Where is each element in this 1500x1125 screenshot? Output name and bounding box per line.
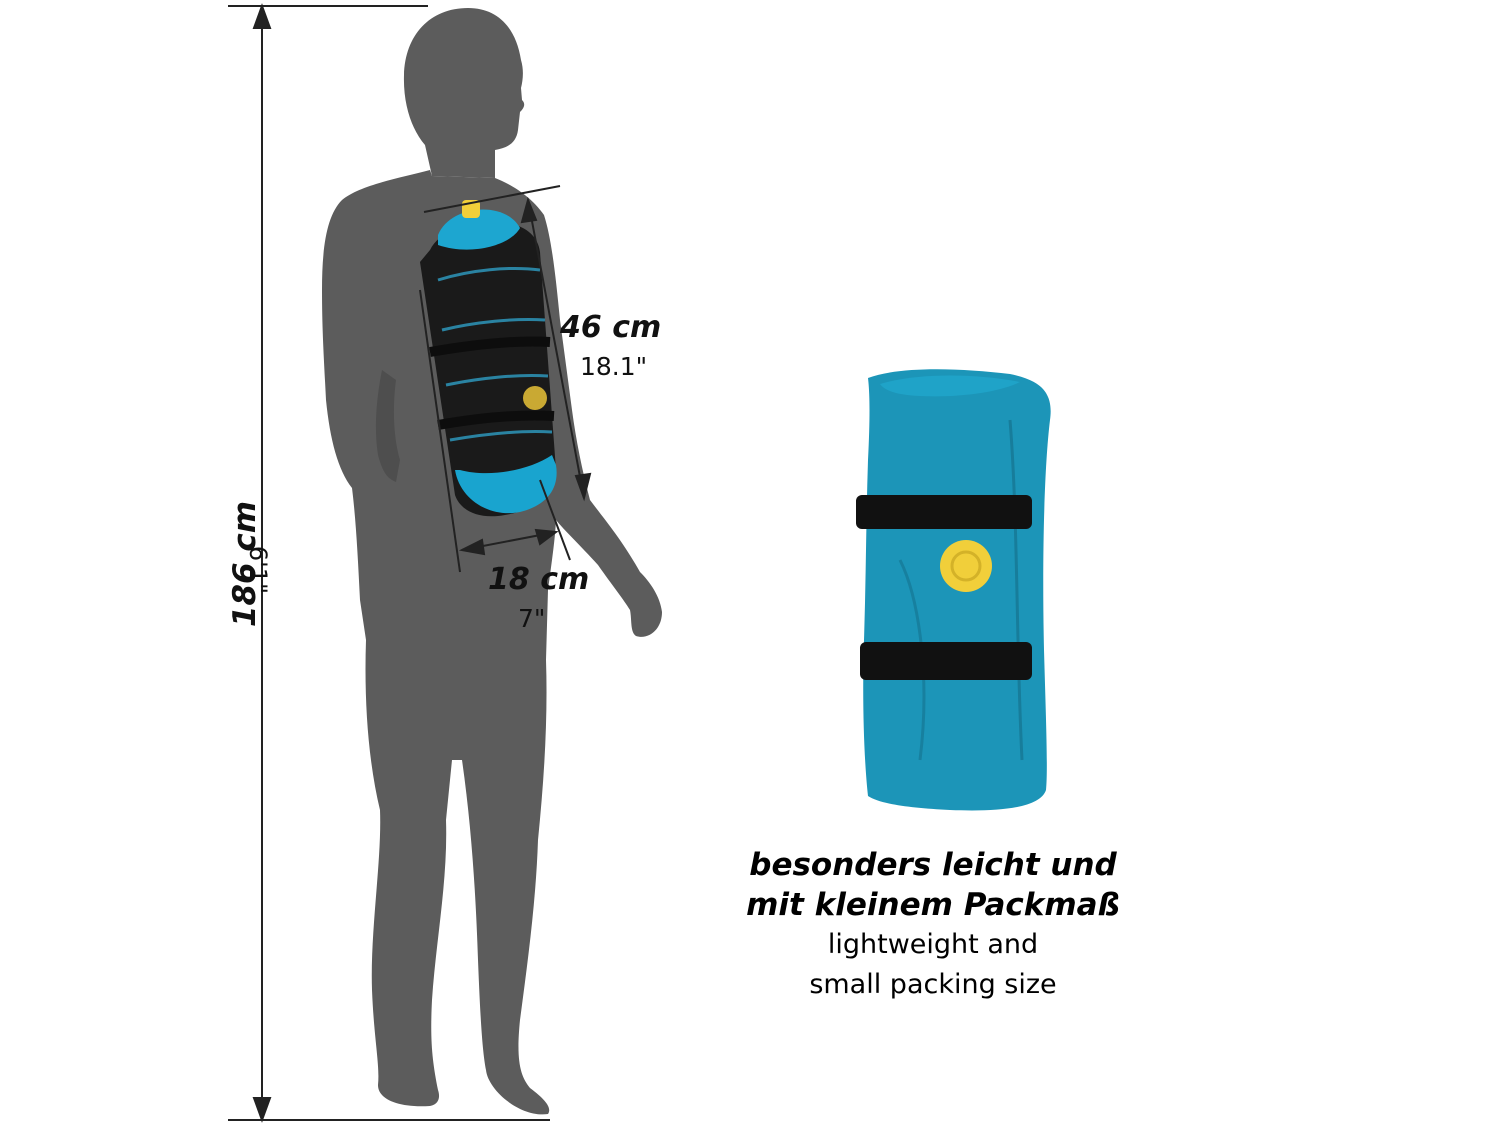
product-caption: besonders leicht und mit kleinem Packmaß…: [700, 845, 1166, 1005]
mesh-stuff-sack: [420, 200, 557, 517]
height-measure-line: [228, 3, 550, 1123]
pack-width-metric-label: 18 cm: [488, 562, 590, 597]
caption-english-line-2: small packing size: [809, 969, 1057, 1000]
pack-dimension-lines: [419, 185, 592, 573]
height-imperial-label: 6'1": [244, 545, 272, 595]
pack-length-imperial-label: 18.1": [580, 352, 648, 381]
valve-icon: [940, 540, 992, 592]
rolled-sleeping-mat: [856, 369, 1051, 811]
caption-german-line-2: mit kleinem Packmaß: [746, 887, 1120, 923]
human-silhouette: [322, 8, 662, 1115]
pack-width-imperial-label: 7": [518, 604, 546, 633]
mat-strap-bottom: [860, 642, 1032, 680]
pack-length-metric-label: 46 cm: [560, 310, 662, 345]
caption-english-line-1: lightweight and: [827, 929, 1039, 960]
mat-strap-top: [856, 495, 1032, 529]
caption-german-line-1: besonders leicht und: [749, 847, 1117, 883]
